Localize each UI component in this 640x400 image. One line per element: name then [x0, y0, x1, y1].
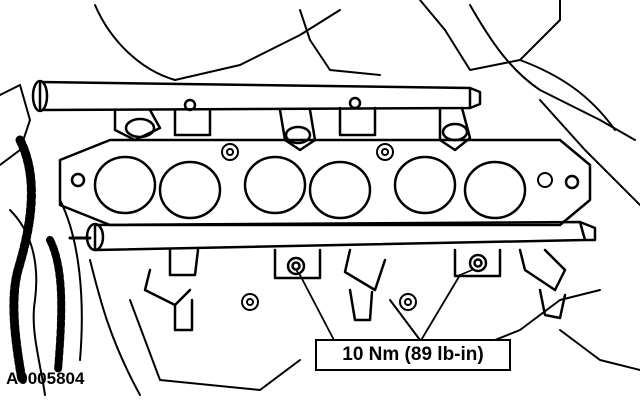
torque-callout-leaders [295, 269, 473, 343]
lower-fuel-rail [68, 220, 597, 252]
bracket-bolt-left [286, 256, 306, 276]
figure-id-label: A0005804 [6, 369, 85, 388]
bracket-bolt-right [468, 253, 488, 273]
upper-fuel-rail [31, 79, 482, 152]
intake-manifold-gasket [58, 138, 592, 227]
torque-spec-callout: 10 Nm (89 lb-in) [315, 339, 511, 371]
wiring-harness [9, 135, 66, 385]
rail-brackets [273, 248, 502, 280]
lower-fuel-injectors [143, 248, 567, 332]
